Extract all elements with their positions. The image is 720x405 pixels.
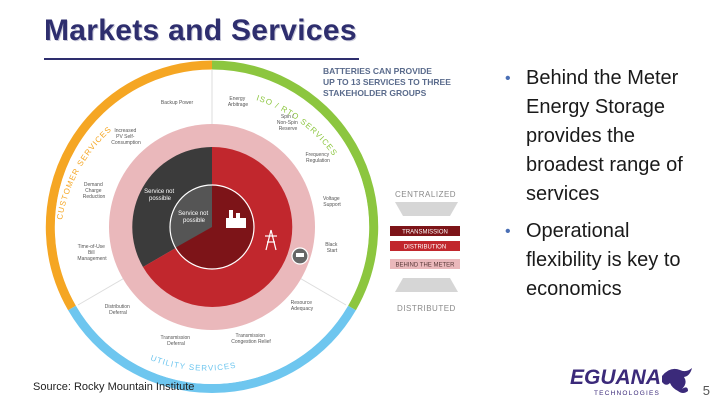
service-backup-power: Backup Power	[161, 100, 194, 106]
transmission-tower-icon	[265, 229, 277, 251]
iso-rto-ring-segment	[211, 60, 379, 311]
source-citation: Source: Rocky Mountain Institute	[33, 381, 195, 393]
centralized-label: CENTRALIZED	[395, 190, 456, 199]
svg-text:TECHNOLOGIES: TECHNOLOGIES	[594, 390, 660, 397]
distributed-label: DISTRIBUTED	[397, 304, 456, 313]
distribution-band	[390, 241, 460, 251]
service-transmission-congestion-relief: Transmission Congestion Relief	[231, 333, 271, 345]
service-time-of-use: Time-of-Use Bill Management	[77, 244, 107, 262]
service-transmission-deferral: Transmission Deferral	[161, 335, 192, 347]
svg-text:DISTRIBUTION: DISTRIBUTION	[404, 245, 446, 251]
service-demand-charge: Demand Charge Reduction	[83, 182, 106, 200]
bullet-icon: •	[505, 70, 511, 87]
service-not-possible-label: Service not possible	[178, 211, 210, 224]
lizard-icon	[662, 368, 692, 393]
diagram-header: BATTERIES CAN PROVIDE UP TO 13 SERVICES …	[323, 66, 453, 98]
page-number: 5	[702, 383, 710, 398]
service-spin-reserve: Spin / Non-Spin Reserve	[277, 114, 299, 132]
service-voltage-support: Voltage Support	[323, 196, 341, 208]
service-pv-self-consumption: Increased PV Self- Consumption	[111, 128, 141, 146]
service-black-start: Black Start	[325, 242, 339, 254]
bullet-item: • Behind the Meter Energy Storage provid…	[505, 64, 705, 209]
transmission-inner-red	[175, 185, 254, 269]
bullet-list: • Behind the Meter Energy Storage provid…	[505, 64, 705, 312]
transmission-band	[390, 226, 460, 236]
title-underline	[44, 58, 359, 60]
svg-text:TRANSMISSION: TRANSMISSION	[402, 230, 448, 236]
bullet-item: • Operational flexibility is key to econ…	[505, 217, 705, 304]
behind-meter-band	[390, 259, 460, 269]
service-distribution-deferral: Distribution Deferral	[105, 304, 131, 316]
svg-text:BEHIND THE METER: BEHIND THE METER	[396, 263, 456, 269]
service-resource-adequacy: Resource Adequacy	[291, 300, 314, 312]
utility-ring-segment	[68, 305, 356, 393]
services-diagram: Service not possible Service not possibl…	[45, 60, 460, 393]
service-energy-arbitrage: Energy Arbitrage	[228, 96, 249, 108]
bullet-icon: •	[505, 223, 511, 240]
service-frequency-regulation: Frequency Regulation	[305, 152, 330, 164]
svg-text:EGUANA: EGUANA	[570, 366, 661, 389]
centralized-arrow	[395, 202, 458, 216]
slide-title: Markets and Services	[44, 14, 357, 47]
power-plant-icon	[226, 210, 246, 228]
meter-icon	[291, 247, 309, 265]
distributed-arrow	[395, 278, 458, 292]
customer-ring-segment	[45, 60, 213, 311]
eguana-logo: EGUANA TECHNOLOGIES	[570, 366, 692, 397]
transmission-inner-gray	[169, 184, 212, 248]
service-not-possible-label: Service not possible	[144, 189, 176, 202]
